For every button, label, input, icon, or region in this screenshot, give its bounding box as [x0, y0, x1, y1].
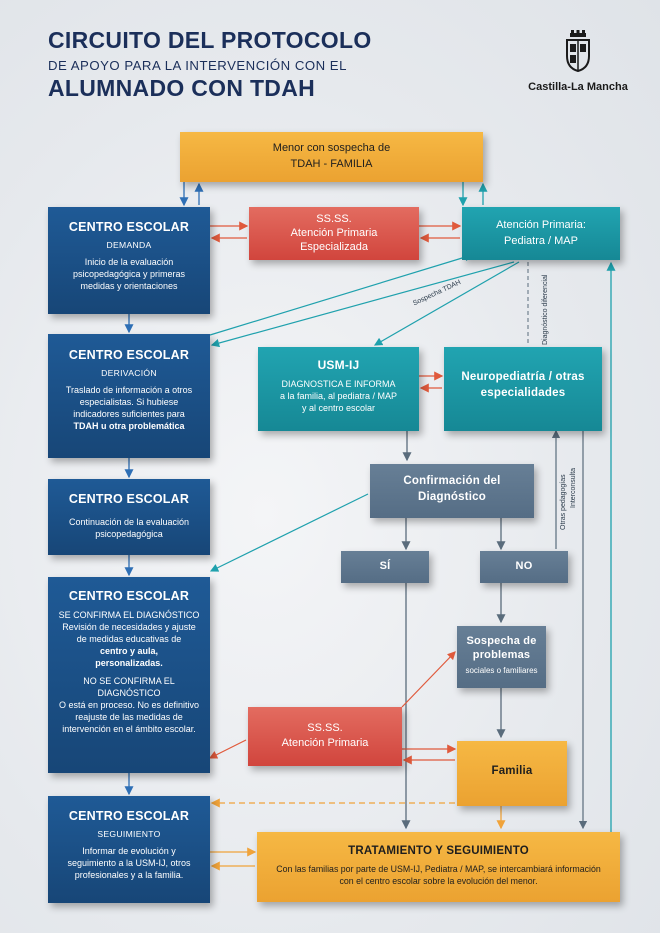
arrow-ssss-to-sospecha	[401, 651, 456, 708]
ce-confirma-p1-body: Revisión de necesidades y ajuste de medi…	[62, 622, 196, 644]
no-label: NO	[515, 560, 533, 572]
ap-line2: Pediatra / MAP	[504, 235, 578, 247]
ce-confirma-p1-heading: SE CONFIRMA EL DIAGNÓSTICO	[58, 610, 200, 620]
box-atencion-primaria: Atención Primaria: Pediatra / MAP	[462, 207, 620, 260]
ssss-esp-line3: Especializada	[300, 241, 368, 253]
usm-body2: a la familia, al pediatra / MAP	[279, 391, 398, 401]
header-title-line1: CIRCUITO DEL PROTOCOLO	[48, 27, 372, 53]
ce-continuacion-body: Continuación de la evaluación psicopedag…	[68, 517, 190, 539]
usm-body3: y al centro escolar	[301, 403, 376, 413]
arrow-derivacion-to-ap	[209, 253, 474, 336]
box-si: SÍ	[341, 551, 429, 583]
label-diagnostico-diferencial: Diagnóstico diferencial	[542, 274, 549, 345]
ce-seguimiento-body: Informar de evolución y seguimiento a la…	[67, 846, 191, 880]
familia-label: Familia	[491, 765, 533, 777]
box-confirmacion: Confirmación del Diagnóstico	[370, 464, 534, 518]
box-ce-continuacion: CENTRO ESCOLAR Continuación de la evalua…	[48, 479, 210, 555]
label-otras-pedagogias: Otras pedagogías	[560, 474, 567, 530]
usm-body1: DIAGNOSTICA E INFORMA	[281, 379, 396, 389]
sospecha-line1: Sospecha de	[466, 635, 537, 647]
ap-line1: Atención Primaria:	[496, 219, 586, 231]
ce-confirma-p2-heading1: NO SE CONFIRMA EL	[83, 676, 175, 686]
arrow-ssss-to-ce-confirma	[208, 739, 247, 759]
ce-confirma-p1-bold2: personalizadas.	[95, 658, 163, 668]
logo-text: Castilla-La Mancha	[528, 81, 628, 93]
box-familia: Familia	[457, 741, 567, 806]
box-ssss-especializada: SS.SS. Atención Primaria Especializada	[249, 207, 419, 260]
ce-derivacion-body: Traslado de información a otros especial…	[65, 385, 193, 419]
box-ce-derivacion: CENTRO ESCOLAR DERIVACIÓN Traslado de in…	[48, 334, 210, 458]
usm-title: USM-IJ	[317, 358, 360, 372]
tratamiento-body: Con las familias por parte de USM-IJ, Pe…	[276, 864, 601, 886]
confirmacion-line2: Diagnóstico	[417, 491, 486, 503]
menor-line2: TDAH - FAMILIA	[290, 158, 373, 170]
ce-seguimiento-title: CENTRO ESCOLAR	[68, 809, 190, 823]
ssss-pri-line2: Atención Primaria	[281, 737, 369, 749]
coat-of-arms-icon	[566, 30, 590, 73]
ssss-esp-line2: Atención Primaria	[290, 227, 378, 239]
ce-confirma-p1-bold1: centro y aula,	[99, 646, 159, 656]
neuro-line1: Neuropediatría / otras	[461, 371, 585, 383]
box-neuropediatria: Neuropediatría / otras especialidades	[444, 347, 602, 431]
tratamiento-title: TRATAMIENTO Y SEGUIMIENTO	[348, 845, 529, 857]
arrow-confirmacion-to-ce	[209, 493, 369, 572]
arrow-ap-to-derivacion	[210, 261, 515, 348]
box-ce-confirma: CENTRO ESCOLAR SE CONFIRMA EL DIAGNÓSTIC…	[48, 577, 210, 773]
box-menor-sospecha: Menor con sospecha de TDAH - FAMILIA	[180, 132, 483, 182]
confirmacion-line1: Confirmación del	[403, 475, 501, 487]
menor-line1: Menor con sospecha de	[272, 142, 391, 154]
logo: Castilla-La Mancha	[528, 30, 628, 93]
box-ce-demanda: CENTRO ESCOLAR DEMANDA Inicio de la eval…	[48, 207, 210, 314]
ce-seguimiento-subtitle: SEGUIMIENTO	[97, 829, 161, 839]
box-usm-ij: USM-IJ DIAGNOSTICA E INFORMA a la famili…	[258, 347, 419, 431]
ce-derivacion-body-bold: TDAH u otra problemática	[73, 421, 185, 431]
ce-derivacion-subtitle: DERIVACIÓN	[101, 368, 157, 378]
sospecha-line2: problemas	[472, 649, 531, 661]
label-interconsulta: Interconsulta	[570, 467, 577, 508]
ssss-pri-line1: SS.SS.	[307, 722, 343, 734]
box-sospecha: Sospecha de problemas sociales o familia…	[457, 626, 546, 688]
header-title-line2: DE APOYO PARA LA INTERVENCIÓN CON EL	[48, 58, 347, 73]
ssss-esp-line1: SS.SS.	[316, 213, 352, 225]
neuro-line2: especialidades	[480, 387, 566, 399]
ce-confirma-title: CENTRO ESCOLAR	[68, 589, 190, 603]
box-no: NO	[480, 551, 568, 583]
arrow-ap-to-usm	[373, 261, 520, 346]
sospecha-line3: sociales o familiares	[465, 666, 538, 675]
box-tratamiento: TRATAMIENTO Y SEGUIMIENTO Con las famili…	[257, 832, 620, 902]
box-ce-seguimiento: CENTRO ESCOLAR SEGUIMIENTO Informar de e…	[48, 796, 210, 903]
si-label: SÍ	[379, 560, 391, 572]
ce-confirma-p2-heading2: DIAGNÓSTICO	[97, 688, 161, 698]
ce-continuacion-title: CENTRO ESCOLAR	[68, 492, 190, 506]
ce-demanda-subtitle: DEMANDA	[106, 240, 152, 250]
box-ssss-primaria: SS.SS. Atención Primaria	[248, 707, 402, 766]
ce-confirma-p2-body: O está en proceso. No es definitivo reaj…	[58, 700, 200, 734]
ce-demanda-title: CENTRO ESCOLAR	[68, 220, 190, 234]
ce-derivacion-title: CENTRO ESCOLAR	[68, 348, 190, 362]
header-title-line3: ALUMNADO CON TDAH	[48, 75, 316, 101]
ce-demanda-body: Inicio de la evaluación psicopedagógica …	[72, 257, 186, 291]
